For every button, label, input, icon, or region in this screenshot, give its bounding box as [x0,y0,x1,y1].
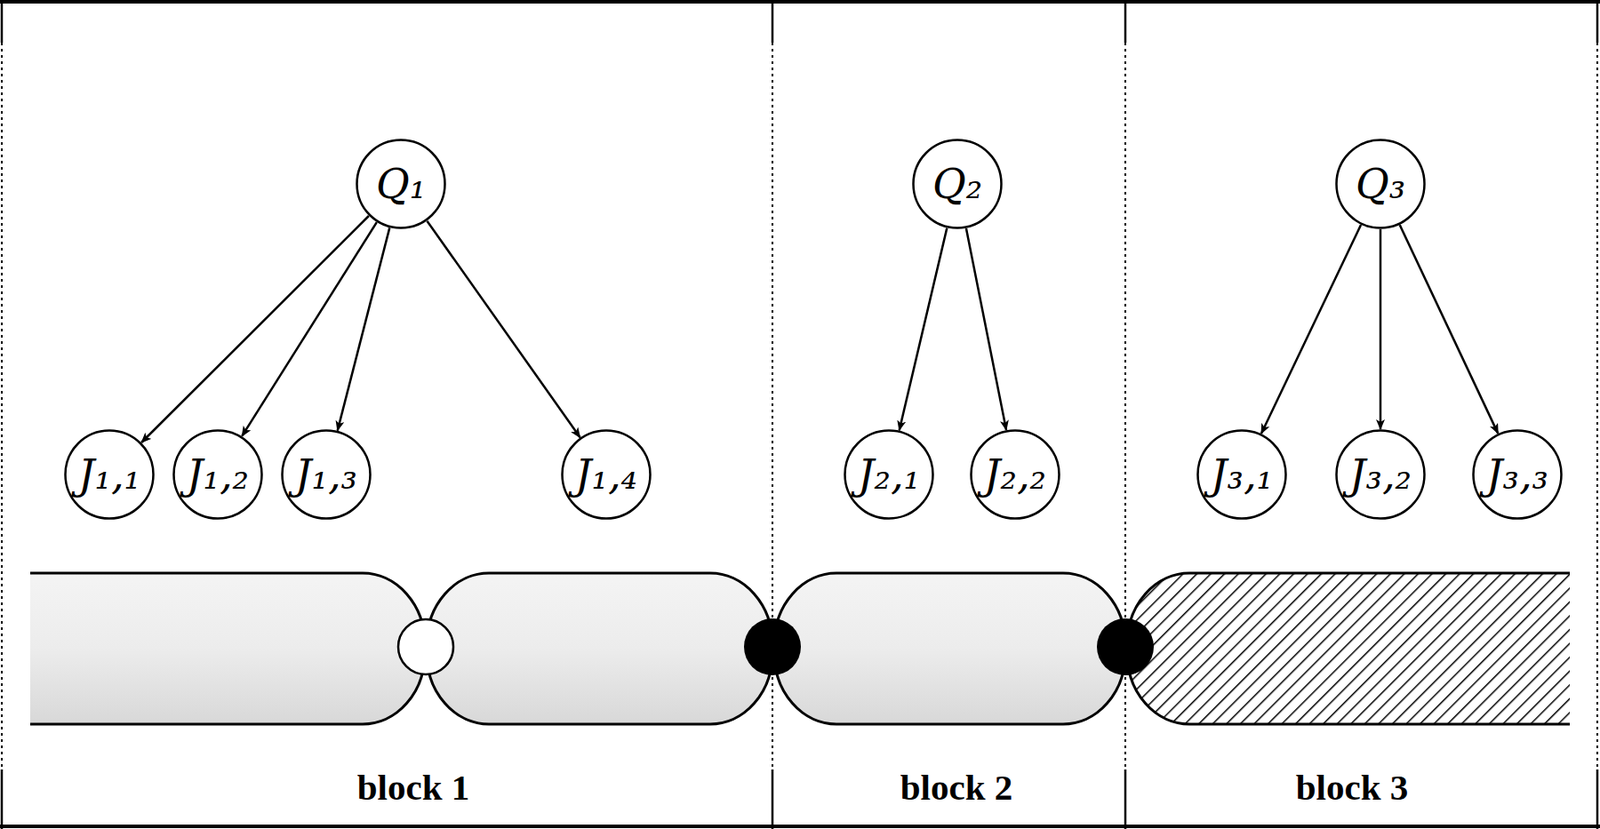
node-label: Q₂ [932,160,983,208]
node-label: Q₃ [1355,160,1406,208]
arrow-connector [966,228,1007,431]
gene-node: J₂,₁ [843,429,935,520]
gene-node: J₃,₃ [1472,429,1563,520]
node-label: J₁,₁ [78,450,141,499]
block-label: block 3 [1296,766,1408,809]
block-node: Q₁ [355,138,447,230]
arrow-connector [426,221,580,439]
block-node: Q₂ [912,138,1003,230]
gene-node: J₁,₁ [64,429,155,520]
arrow-connector [141,216,369,443]
arrow-connector [1400,224,1499,434]
filled-breakpoint [1096,618,1154,676]
node-label: J₂,₂ [984,450,1047,499]
block-node: Q₃ [1335,138,1426,230]
node-label: J₂,₁ [857,450,920,499]
open-breakpoint [398,619,454,675]
arrow-connector [241,222,377,437]
chromosome-band [30,573,1570,725]
block-label: block 2 [900,766,1013,809]
gene-node: J₃,₁ [1196,429,1288,520]
gene-node: J₁,₃ [280,429,372,520]
node-label: J₁,₂ [186,450,249,499]
gene-node: J₂,₂ [969,429,1061,520]
arrow-connector [337,227,391,431]
gene-node: J₃,₂ [1335,429,1426,520]
node-label: J₃,₂ [1349,450,1412,499]
arrow-connector [1261,224,1361,434]
gene-node: J₁,₂ [172,429,264,520]
node-label: J₃,₃ [1486,450,1549,499]
arrow-connector [899,228,948,432]
node-label: J₁,₃ [295,450,358,499]
arrow-connector [1379,229,1383,430]
node-label: J₁,₄ [575,450,638,499]
node-label: J₃,₁ [1210,450,1273,499]
block-label: block 1 [357,766,470,809]
node-label: Q₁ [376,160,426,208]
gene-node: J₁,₄ [560,429,652,520]
filled-breakpoint [744,618,801,676]
